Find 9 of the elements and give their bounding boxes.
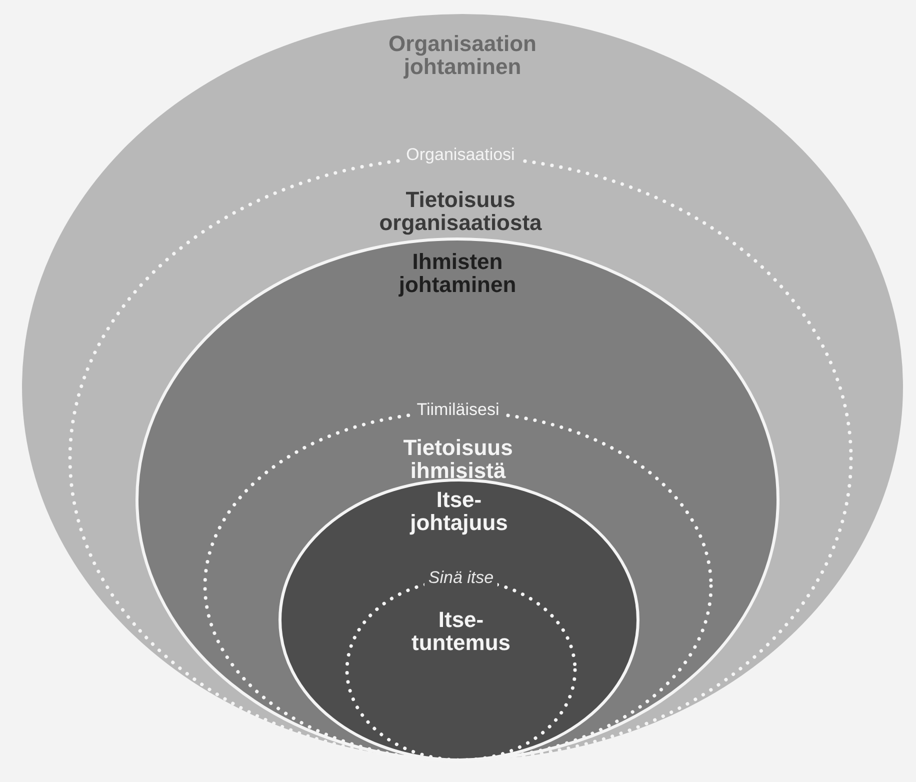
area-text: Tietoisuus ihmisistä [402,436,514,482]
heading-text: Itse-johtajuus [408,488,509,534]
ring-label: Tiimiläisesi [412,400,504,418]
heading-text: Organisaation johtaminen [388,32,538,78]
ring-label: Sinä itse [424,568,498,586]
ring-label: Organisaatiosi [402,146,519,164]
area-text: Itse-tuntemus [410,608,512,654]
heading-text: Ihmisten johtaminen [398,250,518,296]
area-text: Tietoisuus organisaatiosta [378,188,543,234]
